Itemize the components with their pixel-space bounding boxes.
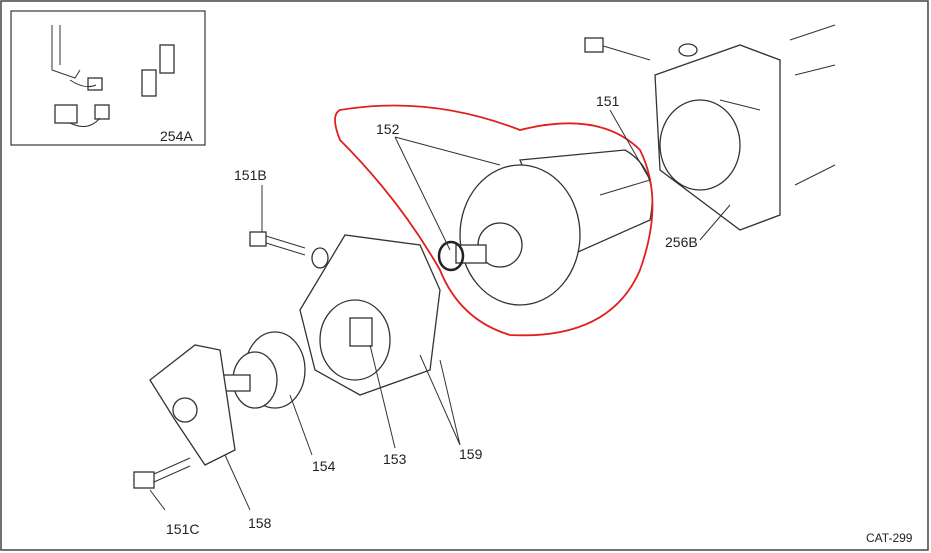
label-159: 159 <box>459 446 483 462</box>
starter-motor-152 <box>437 149 653 306</box>
label-152: 152 <box>376 121 400 137</box>
label-151C: 151C <box>166 521 200 537</box>
cover-158 <box>149 344 236 466</box>
gear-154 <box>214 331 306 409</box>
label-254A: 254A <box>160 128 193 144</box>
mounting-bracket-256B <box>584 24 836 231</box>
label-151: 151 <box>596 93 620 109</box>
label-154: 154 <box>312 458 336 474</box>
inset-254A <box>10 10 206 146</box>
bolts <box>133 231 329 489</box>
gear-housing-159 <box>299 234 441 396</box>
label-256B: 256B <box>665 234 698 250</box>
leader-lines <box>149 109 731 511</box>
label-151B: 151B <box>234 167 267 183</box>
label-158: 158 <box>248 515 272 531</box>
catalog-code: CAT-299 <box>866 531 913 545</box>
label-153: 153 <box>383 451 407 467</box>
highlight-outline <box>334 104 654 337</box>
